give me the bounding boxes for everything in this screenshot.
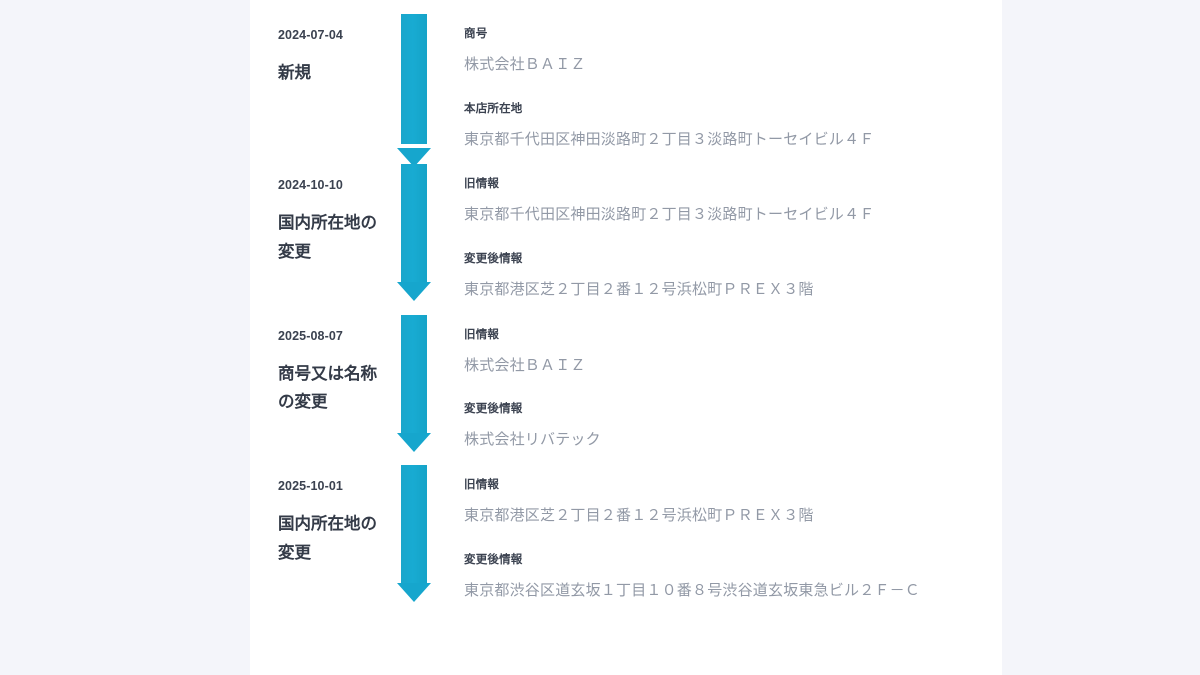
detail-field-label: 変更後情報: [464, 553, 523, 566]
detail-field-label: 変更後情報: [464, 403, 523, 416]
detail-field-label: 旧情報: [464, 178, 500, 191]
timeline-entry-details: 商号株式会社ＢＡＩＺ 本店所在地東京都千代田区神田淡路町２丁目３淡路町トーセイビル…: [448, 0, 1002, 150]
arrow-bar: [401, 164, 427, 283]
detail-field: 旧情報東京都港区芝２丁目２番１２号浜松町ＰＲＥＸ３階: [464, 478, 982, 527]
detail-field: 本店所在地東京都千代田区神田淡路町２丁目３淡路町トーセイビル４Ｆ: [464, 102, 982, 151]
detail-field-value: 株式会社ＢＡＩＺ: [464, 55, 586, 73]
down-arrow-icon: [390, 465, 436, 603]
detail-field-value: 東京都千代田区神田淡路町２丁目３淡路町トーセイビル４Ｆ: [464, 206, 875, 224]
down-arrow-icon: [390, 314, 436, 452]
detail-field-label: 商号: [464, 28, 488, 40]
timeline-entry-date: 2024-10-10: [278, 178, 343, 193]
detail-field: 変更後情報東京都港区芝２丁目２番１２号浜松町ＰＲＥＸ３階: [464, 252, 982, 301]
detail-field: 変更後情報東京都渋谷区道玄坂１丁目１０番８号渋谷道玄坂東急ビル２Ｆ－Ｃ: [464, 553, 982, 602]
timeline-entry-title: 新規: [278, 64, 311, 82]
timeline-entry-title: 商号又は名称の変更: [278, 364, 377, 412]
detail-field-label: 旧情報: [464, 328, 500, 341]
timeline-entry: 2025-10-01 国内所在地の変更 旧情報東京都港区芝２丁目２番１２号浜松町ＰＲ…: [250, 451, 1002, 603]
detail-field-value: 東京都港区芝２丁目２番１２号浜松町ＰＲＥＸ３階: [464, 507, 814, 525]
timeline-entry-title: 国内所在地の変更: [278, 214, 377, 261]
timeline-entry-details: 旧情報東京都港区芝２丁目２番１２号浜松町ＰＲＥＸ３階変更後情報東京都渋谷区道玄坂…: [448, 451, 1002, 601]
timeline-connector: [378, 0, 448, 167]
down-arrow-icon: [390, 164, 436, 302]
timeline-connector: [378, 301, 448, 452]
detail-field: 旧情報東京都千代田区神田淡路町２丁目３淡路町トーセイビル４Ｆ: [464, 177, 982, 226]
timeline-connector: [378, 451, 448, 603]
detail-field-value: 東京都渋谷区道玄坂１丁目１０番８号渋谷道玄坂東急ビル２Ｆ－Ｃ: [464, 581, 921, 599]
timeline-entry-meta: 2024-07-04 新規: [250, 0, 378, 87]
arrow-bar: [401, 314, 427, 433]
detail-field-value: 株式会社ＢＡＩＺ: [464, 356, 586, 374]
arrow-head: [397, 432, 431, 452]
timeline-entry: 2024-10-10 国内所在地の変更 旧情報東京都千代田区神田淡路町２丁目３淡路町…: [250, 150, 1002, 302]
timeline-entry: 2024-07-04 新規 商号株式会社ＢＡＩＺ 本店所在地東京都千代田区神田淡路町２…: [250, 0, 1002, 167]
detail-field-label: 旧情報: [464, 479, 500, 492]
arrow-head: [397, 282, 431, 302]
timeline-entry-title: 国内所在地の変更: [278, 515, 377, 562]
detail-field-value: 東京都千代田区神田淡路町２丁目３淡路町トーセイビル４Ｆ: [464, 130, 875, 148]
detail-field-label: 変更後情報: [464, 253, 523, 266]
timeline-entry-date: 2025-08-07: [278, 328, 343, 343]
timeline-entry-date: 2025-10-01: [278, 479, 343, 494]
timeline-entry-meta: 2024-10-10 国内所在地の変更: [250, 150, 378, 266]
timeline-entry-details: 旧情報東京都千代田区神田淡路町２丁目３淡路町トーセイビル４Ｆ 変更後情報東京都港区…: [448, 150, 1002, 300]
detail-field: 変更後情報株式会社リバテック: [464, 402, 982, 451]
arrow-head: [397, 148, 431, 167]
detail-field-value: 株式会社リバテック: [464, 431, 601, 449]
content-panel: 2024-07-04 新規 商号株式会社ＢＡＩＺ 本店所在地東京都千代田区神田淡路町２…: [250, 0, 1002, 675]
arrow-head: [397, 583, 431, 603]
down-arrow-icon: [390, 14, 436, 167]
timeline-entry-details: 旧情報株式会社ＢＡＩＺ 変更後情報株式会社リバテック: [448, 301, 1002, 451]
detail-field: 旧情報株式会社ＢＡＩＺ: [464, 328, 982, 377]
detail-field-value: 東京都港区芝２丁目２番１２号浜松町ＰＲＥＸ３階: [464, 281, 814, 298]
timeline-entry: 2025-08-07 商号又は名称の変更 旧情報株式会社ＢＡＩＺ 変更後情報株式会社リ…: [250, 301, 1002, 452]
timeline-entry-meta: 2025-08-07 商号又は名称の変更: [250, 301, 378, 417]
timeline-connector: [378, 150, 448, 302]
arrow-bar: [401, 465, 427, 584]
arrow-bar: [401, 14, 427, 144]
timeline-entry-date: 2024-07-04: [278, 28, 343, 42]
change-history-timeline: 2024-07-04 新規 商号株式会社ＢＡＩＺ 本店所在地東京都千代田区神田淡路町２…: [250, 0, 1002, 603]
timeline-entry-meta: 2025-10-01 国内所在地の変更: [250, 451, 378, 567]
detail-field-label: 本店所在地: [464, 102, 523, 115]
detail-field: 商号株式会社ＢＡＩＺ: [464, 27, 982, 76]
